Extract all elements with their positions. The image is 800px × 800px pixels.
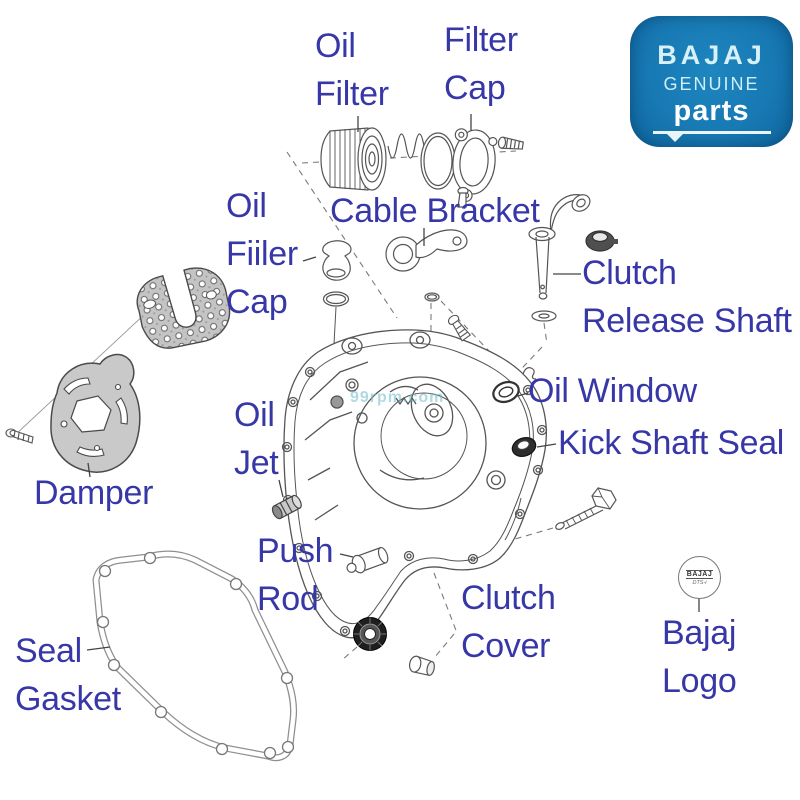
cable-bracket-drawing — [385, 186, 469, 302]
watermark: 99rpm.com — [350, 389, 445, 406]
push-rod-drawing — [346, 546, 389, 574]
label-oil-window: Oil Window — [528, 372, 697, 410]
dowel-cap-drawing — [408, 655, 435, 676]
badge-genuine-text: GENUINE — [663, 74, 760, 94]
seal-gasket-drawing — [92, 550, 298, 762]
label-damper: Damper — [34, 474, 154, 512]
label-seal-gasket: Seal Gasket — [15, 632, 121, 718]
label-clutch-release-shaft: Clutch Release Shaft — [582, 254, 792, 340]
cover-screw-drawing — [555, 487, 617, 530]
round-logo-brand: BAJAJ — [685, 569, 714, 579]
label-push-rod: Push Rod — [257, 532, 334, 618]
perforated-plate-drawing — [136, 267, 231, 349]
kick-shaft-seal-drawing — [511, 436, 537, 458]
round-logo-sub: DTS-i — [692, 579, 707, 586]
label-bajaj-logo: Bajaj Logo — [662, 614, 737, 700]
oil-window-drawing — [492, 367, 537, 404]
oil-filter-drawing — [320, 127, 449, 191]
label-leader-lines — [86, 114, 700, 651]
label-oil-jet: Oil Jet — [234, 396, 279, 482]
label-clutch-cover: Clutch Cover — [461, 579, 556, 665]
oil-jet-drawing — [271, 494, 302, 520]
badge-parts-text: parts — [673, 95, 750, 127]
oil-seal-drawing — [353, 617, 387, 651]
label-kick-shaft-seal: Kick Shaft Seal — [558, 424, 785, 462]
clutch-release-shaft-drawing — [528, 194, 618, 322]
label-filter-cap: Filter Cap — [444, 21, 518, 107]
badge-underline — [652, 131, 771, 142]
cover-bolt-drawing — [447, 314, 472, 342]
bajaj-round-logo: BAJAJ DTS-i — [678, 556, 721, 599]
label-cable-bracket: Cable Bracket — [330, 192, 540, 230]
badge-brand-text: BAJAJ — [657, 40, 766, 70]
label-oil-fiiler-cap: Oil Fiiler Cap — [226, 187, 298, 321]
bajaj-genuine-parts-badge: BAJAJ GENUINE parts — [630, 16, 793, 147]
label-oil-filter: Oil Filter — [315, 27, 389, 113]
damper-drawing — [5, 353, 141, 473]
oil-filler-cap-drawing — [322, 240, 352, 345]
